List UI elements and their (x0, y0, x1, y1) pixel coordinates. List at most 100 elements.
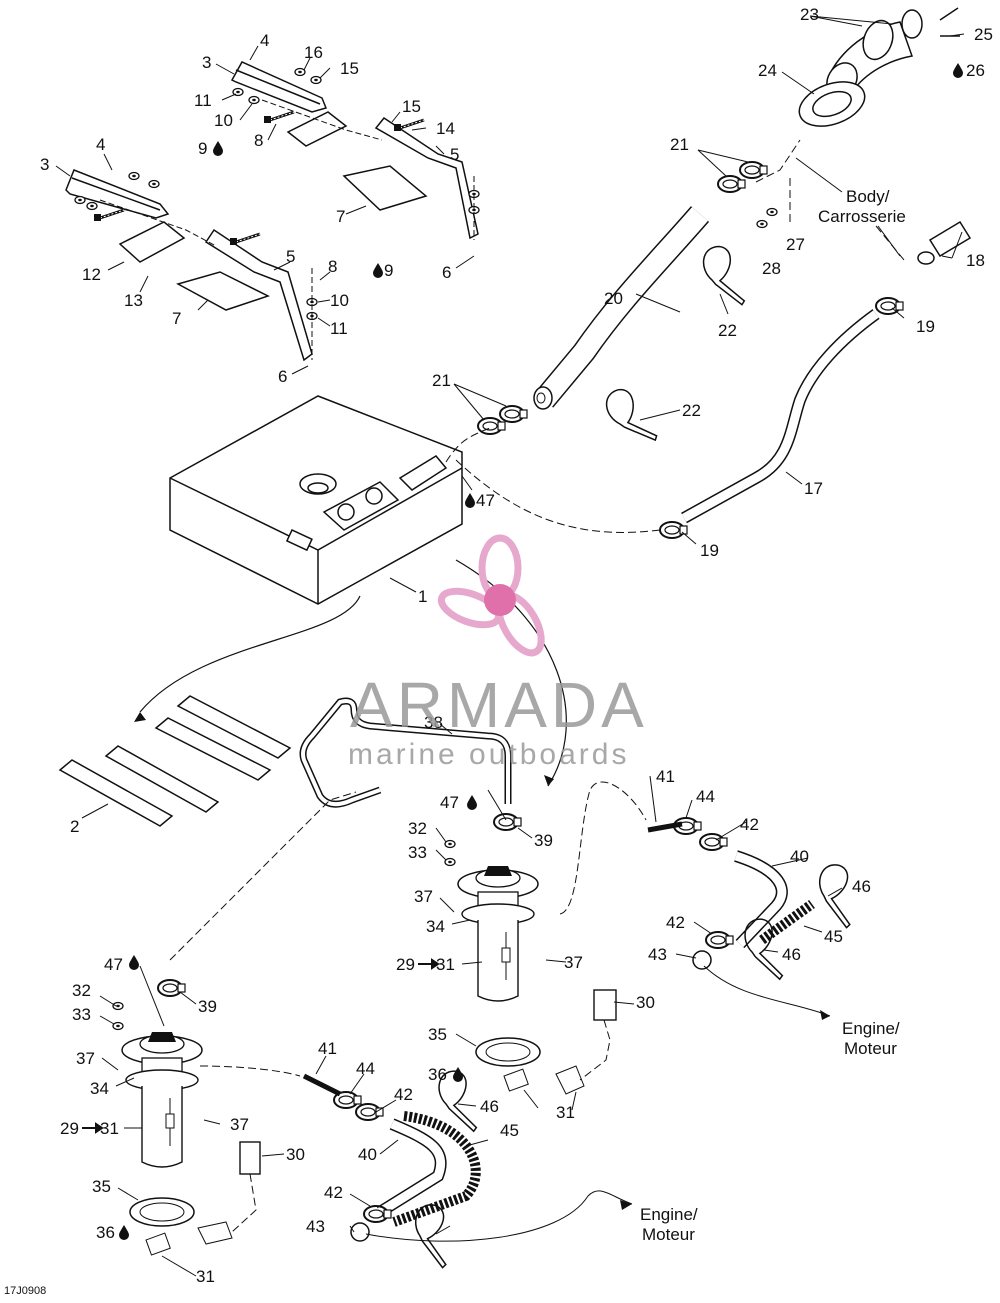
callout-38: 38 (424, 713, 443, 732)
callout-47: 47 (104, 955, 123, 974)
callout-26: 26 (966, 61, 985, 80)
callout-8: 8 (254, 131, 263, 150)
callout-22: 22 (682, 401, 701, 420)
callout-7: 7 (172, 309, 181, 328)
note-body-line1: Body/ (846, 187, 890, 206)
callout-46: 46 (782, 945, 801, 964)
filler-neck (798, 9, 923, 127)
note-engine-left-line1: Engine/ (640, 1205, 698, 1224)
callout-11: 11 (194, 91, 212, 110)
callout-5: 5 (450, 145, 459, 164)
callout-25: 25 (974, 25, 993, 44)
callout-3: 3 (40, 155, 49, 174)
callout-46: 46 (852, 877, 871, 896)
bracket-assembly-upper (230, 61, 479, 240)
callout-23: 23 (800, 5, 819, 24)
tank-pads (58, 695, 292, 827)
callout-47: 47 (440, 793, 459, 812)
callout-43: 43 (648, 945, 667, 964)
callout-14: 14 (436, 119, 455, 138)
callout-39: 39 (198, 997, 217, 1016)
callout-19: 19 (916, 317, 935, 336)
callout-8: 8 (328, 257, 337, 276)
callout-7: 7 (336, 207, 345, 226)
callout-21: 21 (670, 135, 689, 154)
callout-43: 43 (306, 1217, 325, 1236)
callout-36: 36 (428, 1065, 447, 1084)
callout-47: 47 (476, 491, 495, 510)
callout-40: 40 (358, 1145, 377, 1164)
fuel-pump-left (121, 1031, 203, 1168)
callout-42: 42 (324, 1183, 343, 1202)
callout-35: 35 (428, 1025, 447, 1044)
callout-42: 42 (740, 815, 759, 834)
propeller-logo (437, 534, 545, 657)
callout-31: 31 (196, 1267, 215, 1286)
callout-44: 44 (356, 1059, 375, 1078)
callout-13: 13 (124, 291, 143, 310)
callout-10: 10 (214, 111, 233, 130)
callout-9: 9 (384, 261, 393, 280)
callout-9: 9 (198, 139, 207, 158)
callout-4: 4 (260, 31, 269, 50)
callout-42: 42 (666, 913, 685, 932)
callout-30: 30 (286, 1145, 305, 1164)
vent-fitting (917, 220, 972, 265)
callout-42: 42 (394, 1085, 413, 1104)
note-engine-right-line1: Engine/ (842, 1019, 900, 1038)
callout-1: 1 (418, 587, 427, 606)
fuel-tank (169, 395, 463, 605)
figure-reference-code: 17J0908 (4, 1285, 47, 1297)
callout-46: 46 (480, 1097, 499, 1116)
fuel-line-right (647, 821, 815, 949)
note-body-line2: Carrosserie (818, 207, 906, 226)
callout-5: 5 (286, 247, 295, 266)
callout-19: 19 (700, 541, 719, 560)
callout-33: 33 (72, 1005, 91, 1024)
callout-11: 11 (330, 319, 348, 338)
callout-4: 4 (96, 135, 105, 154)
callout-20: 20 (604, 289, 623, 308)
callout-2: 2 (70, 817, 79, 836)
callout-16: 16 (304, 43, 323, 62)
callout-18: 18 (966, 251, 985, 270)
callout-37: 37 (414, 887, 433, 906)
callout-34: 34 (426, 917, 445, 936)
fuel-pump-right (457, 865, 539, 1002)
callout-24: 24 (758, 61, 777, 80)
callout-28: 28 (762, 259, 781, 278)
note-engine-right-line2: Moteur (844, 1039, 897, 1058)
callout-31: 31 (100, 1119, 119, 1138)
callout-45: 45 (500, 1121, 519, 1140)
callout-31: 31 (436, 955, 455, 974)
callout-45: 45 (824, 927, 843, 946)
callout-21: 21 (432, 371, 451, 390)
watermark-tagline: marine outboards (348, 738, 630, 771)
callout-39: 39 (534, 831, 553, 850)
bracket-assembly-lower (65, 169, 313, 362)
callout-37: 37 (76, 1049, 95, 1068)
callout-36: 36 (96, 1223, 115, 1242)
callout-29: 29 (60, 1119, 79, 1138)
callout-41: 41 (318, 1039, 337, 1058)
callout-10: 10 (330, 291, 349, 310)
vent-hose (681, 309, 880, 524)
fuel-line-left (302, 1073, 481, 1227)
callout-22: 22 (718, 321, 737, 340)
callout-6: 6 (278, 367, 287, 386)
callout-29: 29 (396, 955, 415, 974)
fill-hose (533, 206, 710, 410)
callout-27: 27 (786, 235, 805, 254)
callout-34: 34 (90, 1079, 109, 1098)
callout-17: 17 (804, 479, 823, 498)
callout-15: 15 (340, 59, 359, 78)
watermark-brand: ARMADA (350, 669, 648, 741)
callout-33: 33 (408, 843, 427, 862)
callout-12: 12 (82, 265, 101, 284)
callout-37: 37 (564, 953, 583, 972)
callout-44: 44 (696, 787, 715, 806)
note-engine-left-line2: Moteur (642, 1225, 695, 1244)
callout-30: 30 (636, 993, 655, 1012)
